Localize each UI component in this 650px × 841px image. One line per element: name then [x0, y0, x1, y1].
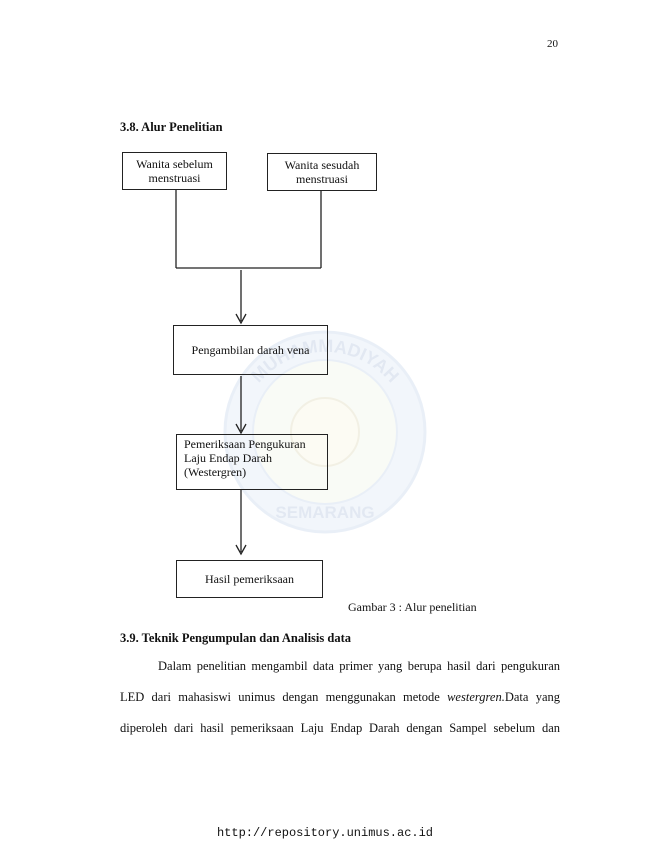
box-woman-before-menstruation: Wanita sebelum menstruasi — [122, 152, 227, 190]
paragraph-line-3: diperoleh dari hasil pemeriksaan Laju En… — [120, 721, 560, 735]
box-woman-after-menstruation: Wanita sesudah menstruasi — [267, 153, 377, 191]
box-exam-line2: Laju Endap Darah — [184, 451, 272, 465]
box-result-label: Hasil pemeriksaan — [205, 572, 294, 586]
footer-repository-url[interactable]: http://repository.unimus.ac.id — [216, 826, 434, 840]
figure-caption: Gambar 3 : Alur penelitian — [348, 600, 477, 614]
box-exam-line3: (Westergren) — [184, 465, 247, 479]
box-before-line2: menstruasi — [148, 171, 201, 185]
arrowhead-3 — [235, 544, 247, 556]
box-after-line2: menstruasi — [296, 172, 348, 186]
watermark-text-bottom: SEMARANG — [275, 503, 374, 522]
paragraph-line-1: Dalam penelitian mengambil data primer y… — [158, 659, 560, 673]
box-esr-examination: Pemeriksaan Pengukuran Laju Endap Darah … — [176, 434, 328, 490]
box-before-line1: Wanita sebelum — [136, 157, 213, 171]
method-name-italic: westergren. — [447, 690, 505, 704]
paragraph-line-2-a: LED dari mahasiswi unimus dengan menggun… — [120, 690, 448, 704]
box-exam-line1: Pemeriksaan Pengukuran — [184, 437, 306, 451]
university-seal-watermark: MUHAMMADIYAH SEMARANG — [223, 330, 427, 534]
box-blood-label: Pengambilan darah vena — [191, 343, 310, 357]
box-venous-blood-collection: Pengambilan darah vena — [173, 325, 328, 375]
section-heading-3-8: 3.8. Alur Penelitian — [120, 120, 223, 134]
box-after-line1: Wanita sesudah — [284, 158, 360, 172]
page-number: 20 — [547, 38, 558, 50]
box-examination-result: Hasil pemeriksaan — [176, 560, 323, 598]
paragraph-line-2-b: Data yang — [504, 690, 560, 704]
section-heading-3-9: 3.9. Teknik Pengumpulan dan Analisis dat… — [120, 631, 351, 645]
paragraph-line-2: LED dari mahasiswi unimus dengan menggun… — [120, 690, 560, 705]
